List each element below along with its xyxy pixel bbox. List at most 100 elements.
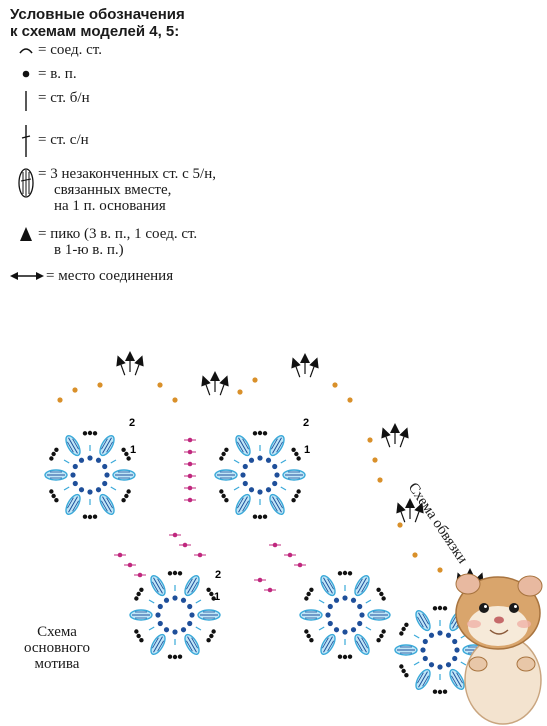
legend-item-chain: = в. п. bbox=[14, 66, 77, 82]
chain-dot bbox=[211, 596, 216, 601]
motif-label-line: мотива bbox=[34, 656, 80, 672]
chain-dot bbox=[379, 591, 384, 597]
edging-dot bbox=[72, 387, 78, 393]
stitch-mark bbox=[195, 626, 202, 631]
cluster-mark bbox=[282, 469, 306, 481]
chain-dot bbox=[274, 472, 280, 478]
legend-label: = ст. б/н bbox=[38, 90, 90, 106]
cluster-mark bbox=[181, 572, 203, 599]
legend-item-picot: = пико (3 в. п., 1 соед. ст. в 1-ю в. п.… bbox=[14, 226, 197, 258]
picot-mark bbox=[299, 352, 311, 375]
cluster-mark bbox=[299, 609, 323, 621]
chain-dot bbox=[54, 447, 59, 452]
chain-dot bbox=[304, 596, 309, 601]
chain-dot bbox=[242, 463, 248, 470]
cluster-mark bbox=[62, 432, 84, 459]
chain-dot bbox=[49, 456, 54, 461]
chain-dot bbox=[342, 595, 348, 601]
chain-dot bbox=[337, 571, 343, 576]
chain-dot bbox=[262, 431, 268, 436]
chain-dot bbox=[379, 633, 384, 639]
legend-label: = ст. с/н bbox=[38, 132, 89, 148]
legend-title-line-2: к схемам моделей 4, 5: bbox=[10, 23, 180, 40]
cluster-mark bbox=[44, 469, 68, 481]
connector-group bbox=[113, 437, 307, 593]
chain-dot bbox=[357, 620, 363, 627]
cluster-mark bbox=[129, 609, 153, 621]
chain-dot bbox=[257, 430, 263, 436]
chain-dot bbox=[95, 487, 102, 493]
chain-dot bbox=[422, 638, 428, 645]
stitch-mark bbox=[110, 459, 117, 464]
chain-dot bbox=[221, 493, 226, 499]
chain-dot bbox=[136, 633, 141, 639]
chain-dot bbox=[54, 498, 59, 503]
edging-dot bbox=[97, 382, 103, 388]
legend-title-line-1: Условные обозначения bbox=[10, 6, 185, 23]
chain-dot bbox=[401, 668, 406, 674]
edging-dot bbox=[57, 397, 63, 403]
cluster-mark bbox=[62, 491, 84, 518]
legend-title: Условные обозначения к схемам моделей 4,… bbox=[10, 6, 338, 40]
row-number: 2 bbox=[129, 417, 135, 429]
legend-label-multiline: = 3 незаконченных ст. с 5/н, связанных в… bbox=[38, 166, 216, 214]
stitch-mark bbox=[148, 599, 155, 604]
cluster-mark bbox=[232, 491, 254, 518]
picot-mark bbox=[209, 370, 221, 393]
chain-dot bbox=[209, 633, 214, 639]
connector-mark bbox=[183, 437, 197, 443]
chain-dot bbox=[240, 472, 246, 478]
cluster-mark bbox=[266, 491, 288, 518]
chain-dot bbox=[257, 455, 263, 461]
connector-mark bbox=[178, 542, 192, 548]
chain-dot bbox=[422, 655, 428, 662]
chain-dot bbox=[92, 431, 98, 436]
cluster-icon bbox=[14, 166, 38, 200]
chain-dot bbox=[265, 457, 272, 463]
edging-group bbox=[57, 350, 518, 620]
connector-mark bbox=[263, 587, 277, 593]
chain-dot bbox=[309, 587, 314, 592]
row-number: 1 bbox=[214, 591, 220, 603]
single-crochet-icon bbox=[14, 90, 38, 112]
chain-dot bbox=[350, 597, 357, 603]
edging-dot bbox=[397, 522, 403, 528]
legend-item-single-crochet: = ст. б/н bbox=[14, 90, 90, 112]
chain-dot bbox=[172, 595, 178, 601]
chain-dot bbox=[432, 606, 438, 611]
stitch-mark bbox=[460, 661, 467, 666]
chain-dot bbox=[126, 456, 131, 461]
chain-dot bbox=[399, 631, 404, 636]
motif bbox=[214, 430, 306, 520]
chain-dot bbox=[124, 493, 129, 499]
chain-dot bbox=[134, 629, 139, 634]
chain-dot bbox=[139, 587, 144, 592]
chain-dot bbox=[359, 612, 365, 618]
stitch-mark bbox=[318, 599, 325, 604]
picot-icon bbox=[14, 226, 38, 242]
legend-label-multiline: = пико (3 в. п., 1 соед. ст. в 1-ю в. п.… bbox=[38, 226, 197, 258]
connector-mark bbox=[133, 572, 147, 578]
chain-dot bbox=[327, 603, 333, 610]
cluster-mark bbox=[181, 631, 203, 658]
chain-dot bbox=[187, 620, 193, 627]
chain-dot bbox=[437, 605, 443, 611]
chain-dot bbox=[357, 603, 363, 610]
chain-dot bbox=[296, 489, 301, 494]
motif-label-line: Схема bbox=[37, 624, 77, 640]
connector-mark bbox=[283, 552, 297, 558]
legend-item-join: = место соединения bbox=[8, 268, 173, 284]
chain-dot bbox=[221, 451, 226, 457]
stitch-mark bbox=[63, 486, 70, 491]
chain-dot bbox=[121, 447, 126, 452]
connector-mark bbox=[183, 497, 197, 503]
chain-dot bbox=[337, 654, 343, 659]
chain-dot bbox=[437, 664, 443, 670]
chain-dot bbox=[445, 662, 452, 668]
connector-mark bbox=[183, 473, 197, 479]
chain-dot bbox=[428, 632, 435, 638]
chain-dot bbox=[72, 463, 78, 470]
chain-dot bbox=[177, 571, 183, 576]
chain-dot bbox=[224, 447, 229, 452]
chain-dot bbox=[325, 612, 331, 618]
